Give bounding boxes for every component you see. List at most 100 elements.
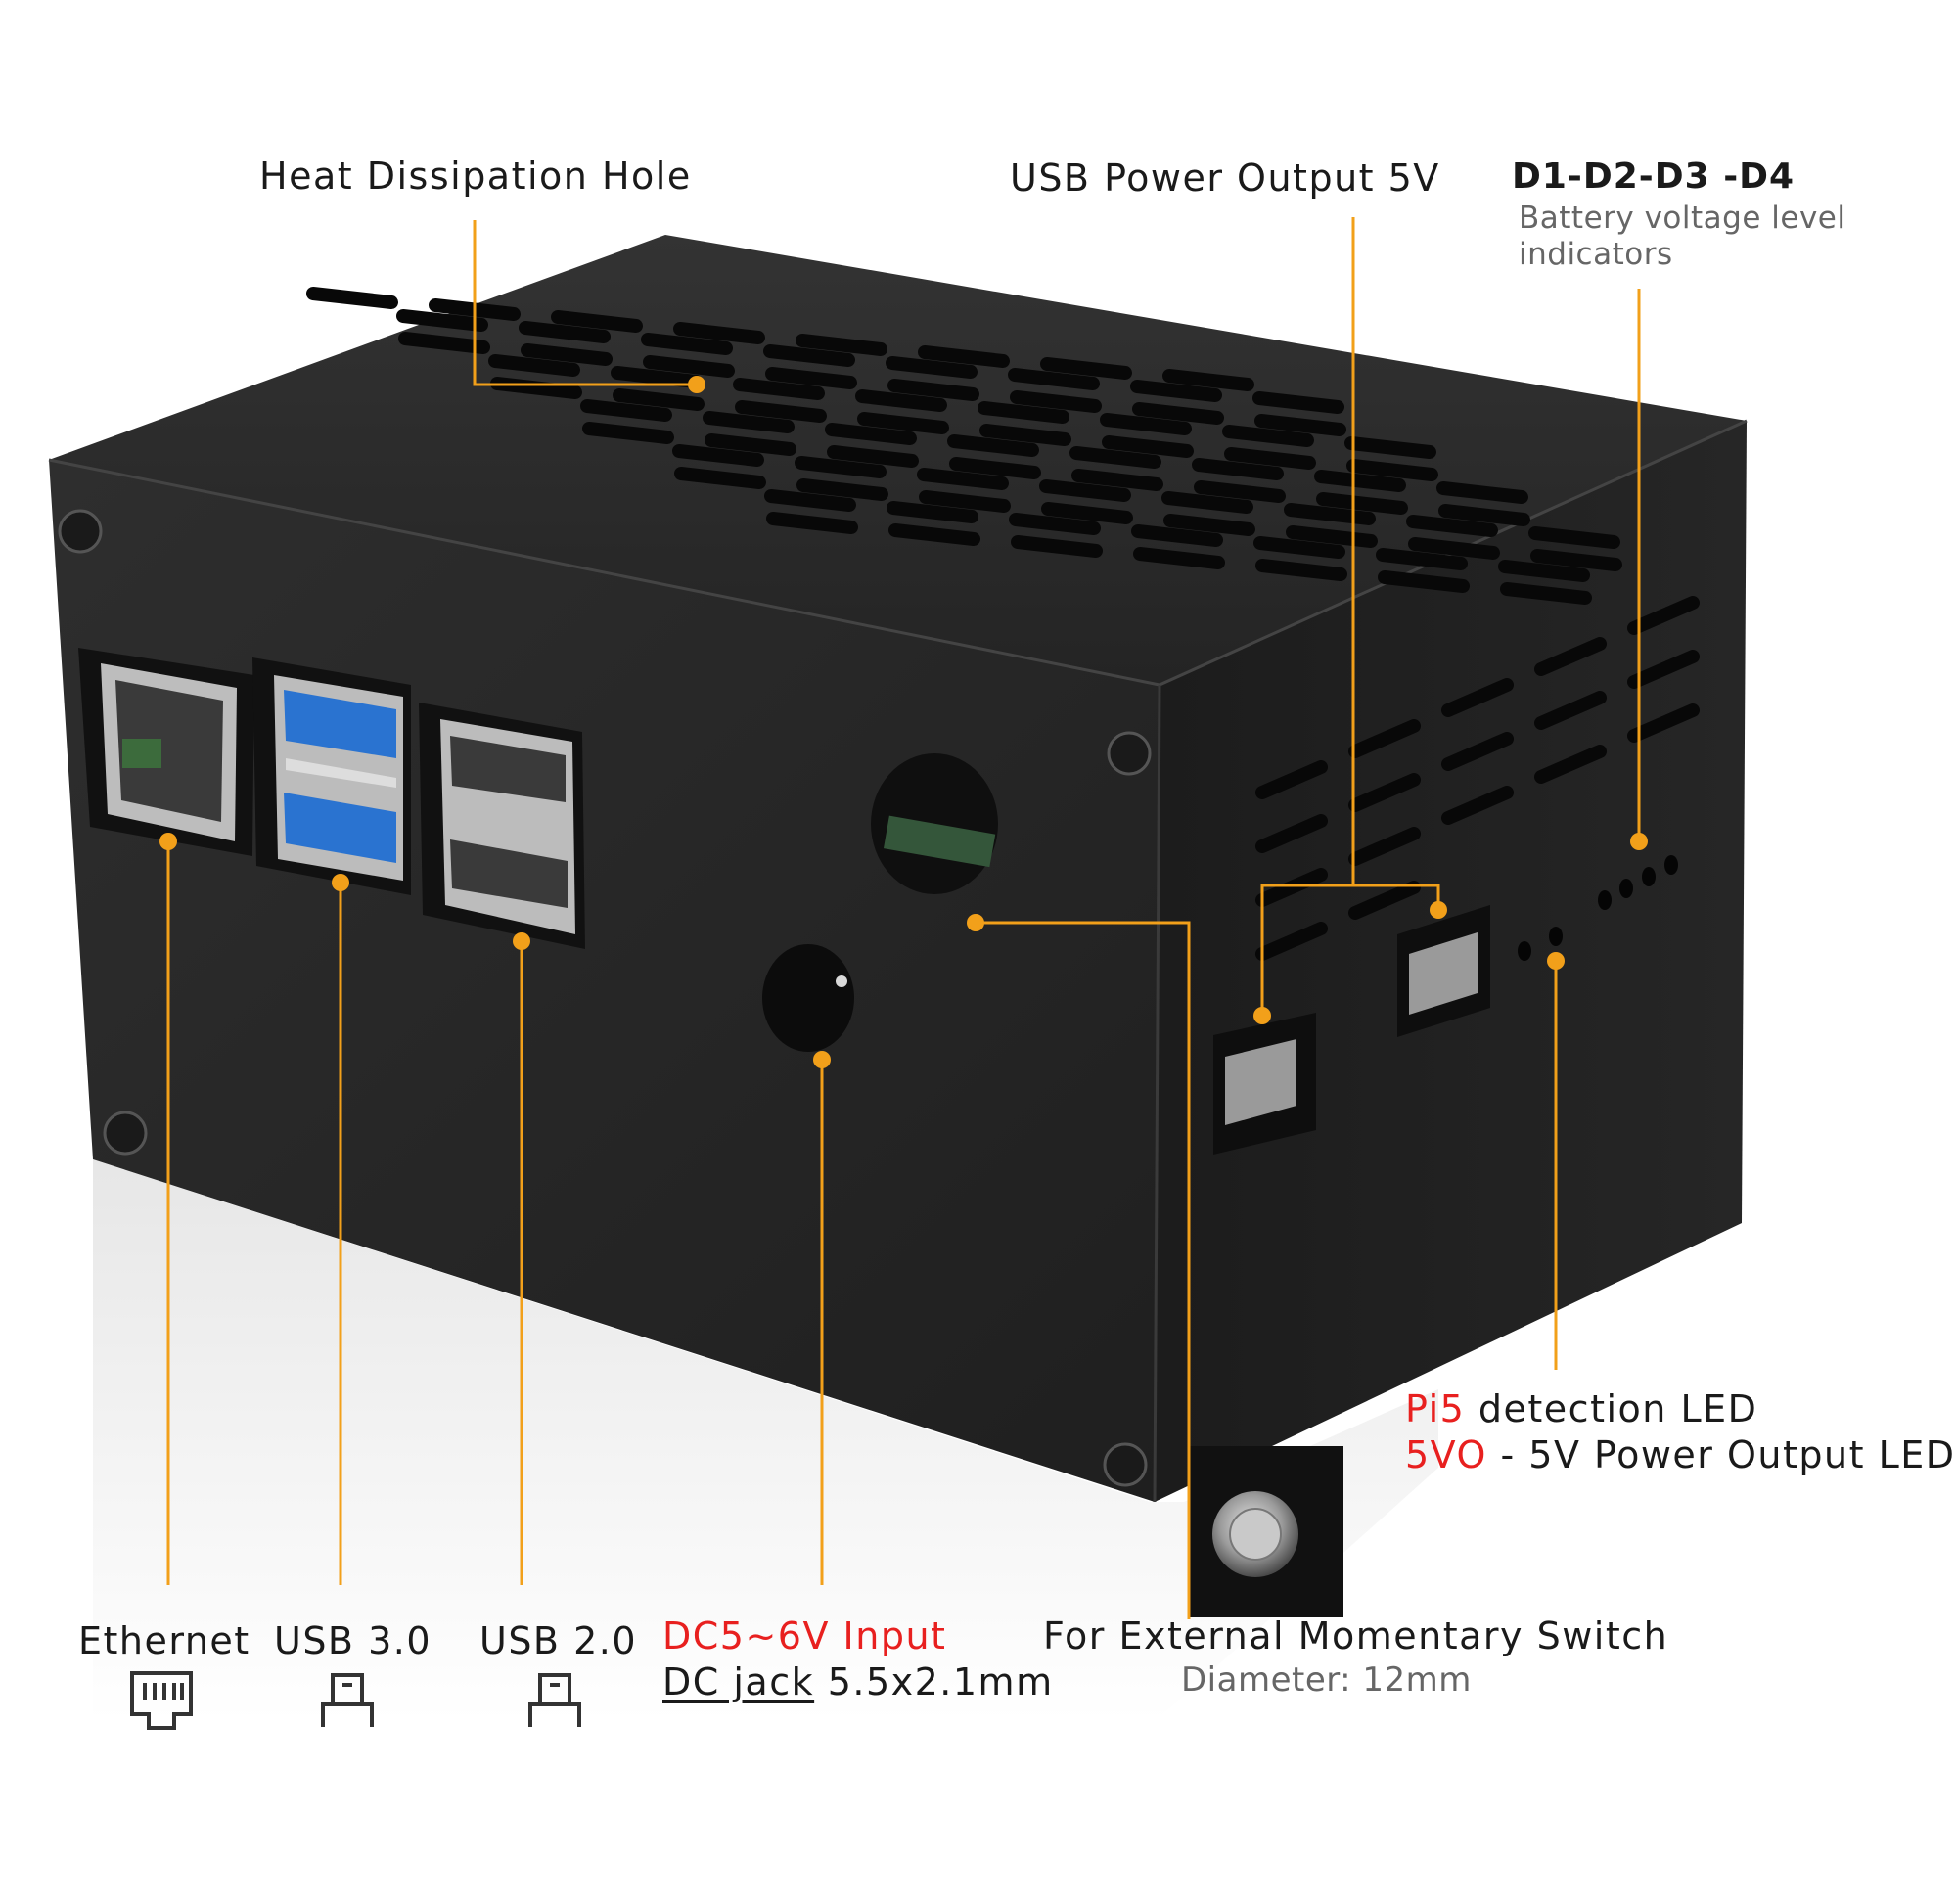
switch-diameter-label: Diameter: 12mm xyxy=(1181,1660,1472,1700)
side-vent-slot xyxy=(1534,691,1607,730)
heat-slot xyxy=(398,332,490,354)
heat-slot xyxy=(1102,435,1194,458)
battery-indicators-desc-line2: indicators xyxy=(1519,237,1673,272)
heat-slot xyxy=(1224,447,1316,470)
heat-slot xyxy=(735,400,827,423)
side-vent-slot xyxy=(1627,703,1700,743)
heat-slot xyxy=(1009,513,1101,535)
heat-slot xyxy=(1314,470,1406,492)
heat-slot xyxy=(643,355,735,378)
heat-dissipation-label: Heat Dissipation Hole xyxy=(259,155,692,198)
dc-input-label: DC5~6V Input xyxy=(662,1614,947,1657)
usb20-label: USB 2.0 xyxy=(479,1619,638,1662)
heat-slot xyxy=(551,310,643,333)
heat-slot xyxy=(887,501,978,523)
usb20-ports xyxy=(419,703,585,949)
ethernet-port-icon xyxy=(130,1671,193,1730)
usb-plug-icon xyxy=(528,1673,581,1727)
heat-slot xyxy=(733,378,825,400)
heat-slot xyxy=(1194,480,1286,503)
side-vent-slot xyxy=(1441,732,1514,771)
ethernet-label: Ethernet xyxy=(78,1619,250,1662)
heat-slot xyxy=(1039,479,1131,502)
heat-slot xyxy=(1192,458,1284,480)
case-edge-vertical xyxy=(1153,684,1161,1503)
heat-slot xyxy=(582,422,674,444)
heat-slot xyxy=(1100,413,1192,435)
heat-slot xyxy=(1040,357,1132,380)
heat-slot xyxy=(886,356,978,379)
heat-slot xyxy=(855,389,947,412)
heat-slot xyxy=(917,468,1009,490)
side-vent-slot xyxy=(1348,881,1421,920)
heat-slot xyxy=(1041,502,1133,524)
side-vent-slot xyxy=(1255,814,1328,853)
heat-slot xyxy=(1406,515,1498,537)
heat-slot xyxy=(396,309,488,332)
status-leds xyxy=(1518,855,1678,961)
side-vent-slot xyxy=(1534,745,1607,784)
heat-slot xyxy=(674,467,766,489)
v5o-power-led-label: 5VO - 5V Power Output LED xyxy=(1405,1433,1956,1476)
usb30-ports xyxy=(252,657,411,895)
case-reflection xyxy=(93,1159,1438,1722)
heat-slot xyxy=(1255,559,1347,581)
heat-slot xyxy=(827,445,919,468)
heat-slot xyxy=(1253,536,1345,559)
usb-plug-icon xyxy=(321,1673,374,1727)
usb30-label: USB 3.0 xyxy=(274,1619,432,1662)
v5o-tag: 5VO xyxy=(1405,1433,1487,1476)
heat-slot xyxy=(519,321,611,343)
heat-slot xyxy=(766,512,858,534)
heat-slot xyxy=(979,424,1071,446)
side-vent-slots xyxy=(1255,596,1700,961)
heat-slot xyxy=(1438,504,1530,526)
side-usb-ports xyxy=(1213,905,1490,1155)
heat-slot xyxy=(672,444,764,467)
callout-dots xyxy=(159,376,1648,1068)
switch-title-label: For External Momentary Switch xyxy=(1043,1614,1669,1657)
heat-slot xyxy=(887,379,979,401)
heat-slot xyxy=(1222,425,1314,447)
side-vent-slot xyxy=(1255,922,1328,961)
side-vent-slot xyxy=(1348,827,1421,866)
heat-slot xyxy=(1500,582,1592,605)
product-diagram xyxy=(48,217,1748,1730)
heat-slot xyxy=(1131,524,1223,547)
heat-slot xyxy=(1498,560,1590,582)
pi5-text: detection LED xyxy=(1465,1387,1758,1430)
v5o-text: - 5V Power Output LED xyxy=(1486,1433,1956,1476)
heat-slot xyxy=(1378,570,1470,593)
heat-slot xyxy=(949,457,1041,479)
heat-slot xyxy=(1346,459,1438,481)
side-vent-slot xyxy=(1441,678,1514,717)
heat-slot xyxy=(918,345,1010,368)
heat-slot xyxy=(641,333,733,355)
heat-slot xyxy=(673,322,765,344)
heat-slot xyxy=(857,412,949,434)
heat-slot xyxy=(580,399,672,422)
heat-slot xyxy=(919,490,1011,513)
side-vent-slot xyxy=(1441,786,1514,825)
side-vent-slot xyxy=(1348,719,1421,758)
switch-inset-photo xyxy=(1189,1446,1343,1617)
pi5-tag: Pi5 xyxy=(1405,1387,1466,1430)
heat-slot xyxy=(1436,481,1528,504)
dc-jack-size: 5.5x2.1mm xyxy=(814,1660,1054,1703)
heat-slot xyxy=(611,366,703,388)
heat-slot xyxy=(1316,492,1408,515)
ethernet-port xyxy=(78,648,254,856)
dc-jack-label: DC jack 5.5x2.1mm xyxy=(662,1660,1054,1703)
heat-slot xyxy=(1133,547,1225,569)
heat-slot xyxy=(947,434,1039,457)
side-vent-slot xyxy=(1627,650,1700,689)
heat-slot xyxy=(1344,436,1436,459)
heat-slot xyxy=(1408,537,1500,560)
heat-slot xyxy=(1011,535,1103,558)
heat-slot xyxy=(795,456,887,478)
heat-slot xyxy=(521,343,613,366)
dc-jack xyxy=(762,944,854,1052)
battery-indicators-title: D1-D2-D3 -D4 xyxy=(1512,157,1796,197)
heat-slot xyxy=(1069,446,1161,469)
heat-slot xyxy=(1071,469,1163,491)
